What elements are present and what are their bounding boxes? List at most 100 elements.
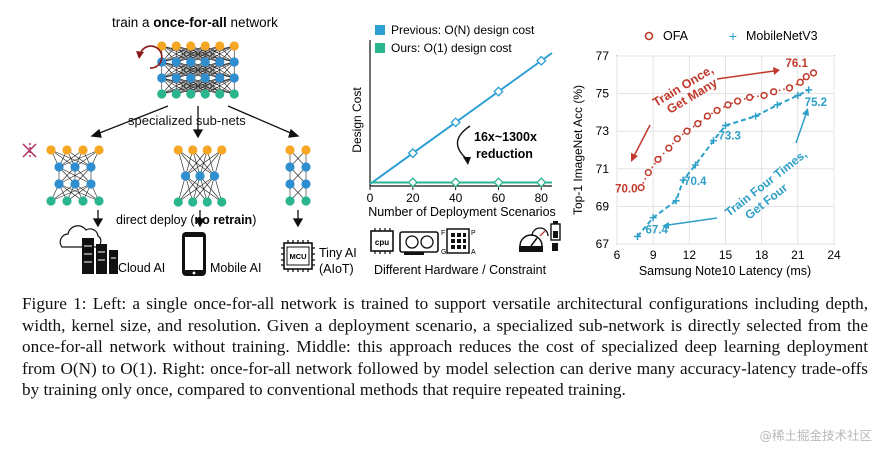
net-edge [58, 149, 84, 168]
right-y-tick-label: 69 [596, 199, 610, 213]
reduction-word-label: reduction [476, 147, 533, 161]
pruned-x-icon [22, 143, 37, 158]
net-edge [161, 61, 191, 79]
net-node [94, 145, 104, 155]
net-node [62, 196, 72, 206]
split-arrows [90, 105, 300, 139]
specialized-sub-nets [46, 145, 311, 207]
net-node [188, 197, 198, 207]
right-series: 70.076.167.470.473.375.2 [615, 58, 827, 240]
net-edge [58, 149, 100, 168]
net-edge [178, 175, 201, 203]
mid-x-tick-label: 0 [367, 191, 374, 205]
net-node [200, 41, 210, 51]
net-node [229, 89, 239, 99]
legend-swatch-previous [375, 25, 385, 35]
net-edge [205, 45, 235, 63]
figure-1: train a once-for-all network specialized… [22, 15, 841, 278]
net-node [215, 73, 225, 83]
net-edge [192, 175, 215, 203]
net-edge [50, 183, 92, 202]
net-edge [190, 45, 235, 63]
ofa-point [724, 101, 732, 109]
net-edge [176, 61, 235, 79]
legend-swatch-ours [375, 43, 385, 53]
net-node [215, 57, 225, 67]
right-data-label: 70.4 [684, 176, 707, 188]
net-edge [176, 77, 235, 95]
training-cycle-icon [136, 45, 163, 69]
net-edge [190, 77, 235, 95]
net-edge [58, 166, 92, 185]
net-node [86, 162, 96, 172]
net-node [202, 197, 212, 207]
right-x-tick-label: 12 [683, 248, 697, 262]
net-edge [176, 45, 235, 63]
right-data-label: 76.1 [786, 58, 809, 70]
ofa-point [683, 127, 691, 135]
net-edge [66, 183, 92, 202]
net-node [195, 171, 205, 181]
mid-series-marker [536, 55, 547, 66]
target-label-tiny: Tiny AI [319, 246, 357, 260]
net-node [229, 57, 239, 67]
right-data-label: 70.0 [615, 184, 637, 196]
mid-x-label: Number of Deployment Scenarios [368, 205, 556, 219]
net-node [285, 145, 295, 155]
target-label-cloud: Cloud AI [118, 261, 165, 275]
ofa-point [802, 73, 810, 81]
net-node [157, 41, 167, 51]
net-node [217, 197, 227, 207]
mcu-chip-label: MCU [289, 252, 306, 261]
net-edge [161, 61, 220, 79]
mid-series-marker [493, 86, 504, 97]
net-node [186, 89, 196, 99]
right-x-tick-label: 24 [827, 248, 841, 262]
gpu-card-icon [399, 231, 439, 255]
legend-label-mbv3: MobileNetV3 [746, 29, 818, 43]
net-node [200, 57, 210, 67]
right-y-tick-label: 75 [596, 87, 610, 101]
legend-marker-mbv3: + [729, 28, 737, 44]
hardware-constraint-label: Different Hardware / Constraint [374, 263, 547, 277]
net-node [209, 171, 220, 181]
caption-label: Figure 1: [22, 294, 87, 313]
reduction-arrowhead [463, 157, 471, 165]
mid-x-tick-label: 80 [535, 191, 549, 205]
watermark: @稀土掘金技术社区 [759, 428, 872, 443]
ofa-point [703, 112, 712, 120]
net-node [171, 89, 181, 99]
right-y-label: Top-1 ImageNet Acc (%) [571, 85, 585, 215]
ofa-point [809, 69, 818, 77]
cpu-chip-label: cpu [375, 238, 389, 247]
net-edge [161, 45, 191, 63]
right-data-label: 75.2 [805, 97, 827, 109]
net-node [301, 196, 311, 206]
fpga-chip-icon: F P G A [441, 228, 476, 256]
mid-series-marker [450, 117, 461, 128]
net-edge [199, 149, 222, 177]
net-node [70, 179, 80, 189]
net-edge [161, 77, 191, 95]
legend-label-previous: Previous: O(N) design cost [391, 23, 535, 37]
mid-series-marker [536, 177, 547, 188]
reduction-arrow [456, 125, 471, 161]
specialized-subnets-label: specialized sub-nets [128, 113, 246, 128]
target-label-mobile: Mobile AI [210, 261, 261, 275]
caption-text: Left: a single once-for-all network is t… [22, 294, 868, 400]
right-x-label: Samsung Note10 Latency (ms) [639, 264, 811, 278]
net-node [217, 145, 227, 155]
middle-panel-chart: Previous: O(N) design cost Ours: O(1) de… [350, 23, 561, 277]
cpu-chip-icon: cpu [370, 228, 394, 254]
net-edge [161, 61, 206, 79]
ofa-point [654, 155, 662, 164]
ofa-point [673, 135, 681, 143]
net-node [285, 162, 295, 172]
net-node [94, 196, 104, 206]
once-for-all-network [157, 41, 239, 99]
right-y-tick-label: 77 [596, 49, 610, 63]
net-edge [185, 149, 208, 177]
ofa-point [796, 78, 804, 86]
net-node [70, 162, 80, 172]
